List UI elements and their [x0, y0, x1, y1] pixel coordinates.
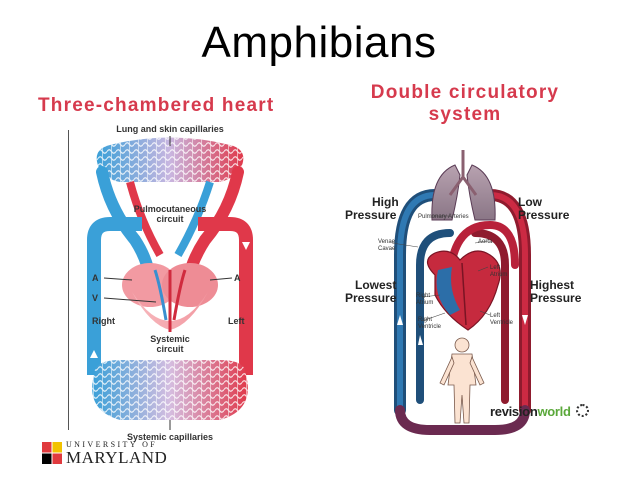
right-subtitle: Double circulatory system [370, 82, 560, 125]
revisionworld-logo: revisionworld [490, 404, 589, 419]
brand-part2: world [537, 404, 571, 419]
label-right: Right [92, 316, 115, 326]
university-logo: UNIVERSITY OF MARYLAND [42, 440, 182, 470]
label-atrium-a-left: A [92, 273, 99, 283]
left-subtitle: Three-chambered heart [38, 95, 275, 116]
vertical-divider [68, 130, 69, 430]
label-systemic-capillaries: Systemic capillaries [127, 432, 213, 442]
label-left-ventricle-1: Left [490, 313, 500, 319]
vessel-loops [394, 189, 531, 435]
label-left-ventricle-2: Ventricle [490, 320, 514, 326]
label-high: High [372, 195, 399, 209]
label-left-atrium-2: Atrium [490, 272, 507, 278]
label-right-ventricle-1: Right [418, 317, 432, 323]
lung-skin-capillary-bed [96, 137, 244, 182]
label-venae-2: Cavae [378, 246, 396, 252]
slide-title: Amphibians [201, 18, 437, 67]
label-pulmocutaneous-1: Pulmocutaneous [134, 204, 207, 214]
systemic-capillary-bed [92, 360, 248, 420]
maryland-shield-icon [42, 442, 62, 464]
label-left: Left [228, 316, 245, 326]
heart [426, 250, 501, 331]
double-circulatory-diagram: High Pressure Low Pressure Lowest Pressu… [345, 150, 582, 435]
label-aorta: Aorta [478, 239, 493, 245]
three-chambered-heart-diagram: Lung and skin capillaries Pulmocutaneous… [87, 124, 253, 442]
label-pulmocutaneous-2: circuit [156, 214, 183, 224]
label-lowest: Lowest [355, 278, 396, 292]
label-venae-1: Venae [378, 239, 396, 245]
label-highest: Highest [530, 278, 574, 292]
label-right-ventricle-2: Ventricle [418, 324, 442, 330]
dotted-circle-icon [575, 404, 589, 417]
label-highest-pressure: Pressure [530, 291, 582, 305]
label-atrium-a-right: A [234, 273, 241, 283]
label-systemic-2: circuit [156, 344, 183, 354]
brand-part1: revision [490, 404, 538, 419]
label-low: Low [518, 195, 543, 209]
label-right-atrium-1: Right [416, 293, 430, 299]
lungs [431, 150, 496, 221]
label-ventricle-v: V [92, 293, 98, 303]
flow-arrows [397, 315, 528, 345]
label-left-atrium-1: Left [490, 265, 500, 271]
label-systemic-1: Systemic [150, 334, 190, 344]
label-lowest-pressure: Pressure [345, 291, 397, 305]
heart-chambers [122, 263, 218, 332]
logo-line2: MARYLAND [66, 448, 168, 467]
label-high-pressure: Pressure [345, 208, 397, 222]
label-lung-skin-capillaries: Lung and skin capillaries [116, 124, 224, 134]
logo-line1: UNIVERSITY OF [66, 440, 158, 449]
label-low-pressure: Pressure [518, 208, 570, 222]
label-pulmonary-arteries: Pulmonary Arteries [418, 214, 469, 220]
label-right-atrium-2: Atrium [416, 300, 433, 306]
human-figure [439, 337, 485, 424]
